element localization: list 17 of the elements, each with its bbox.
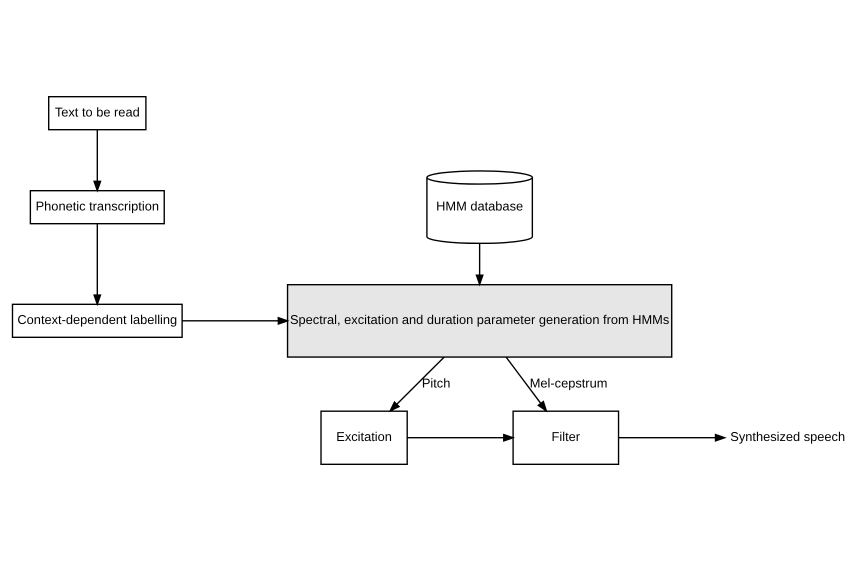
- node-box: Excitation: [320, 410, 408, 466]
- node-box: Context-dependent labelling: [12, 304, 183, 338]
- arrow: [475, 243, 484, 286]
- arrow: [618, 434, 727, 442]
- node-box: Phonetic transcription: [30, 190, 165, 224]
- arrow: [506, 356, 548, 412]
- arrow: [182, 316, 290, 326]
- node-box: Filter: [512, 410, 620, 466]
- arrow: [388, 356, 445, 412]
- node-box: Spectral, excitation and duration parameter generation from HMMs: [286, 284, 672, 358]
- edge-label: Pitch: [422, 376, 450, 390]
- edge-label: Mel-cepstrum: [530, 376, 608, 390]
- arrow: [93, 224, 102, 306]
- arrow: [407, 434, 515, 442]
- node-text: Synthesized speech: [730, 429, 846, 444]
- node-box: Text to be read: [48, 96, 147, 130]
- arrow: [93, 130, 102, 193]
